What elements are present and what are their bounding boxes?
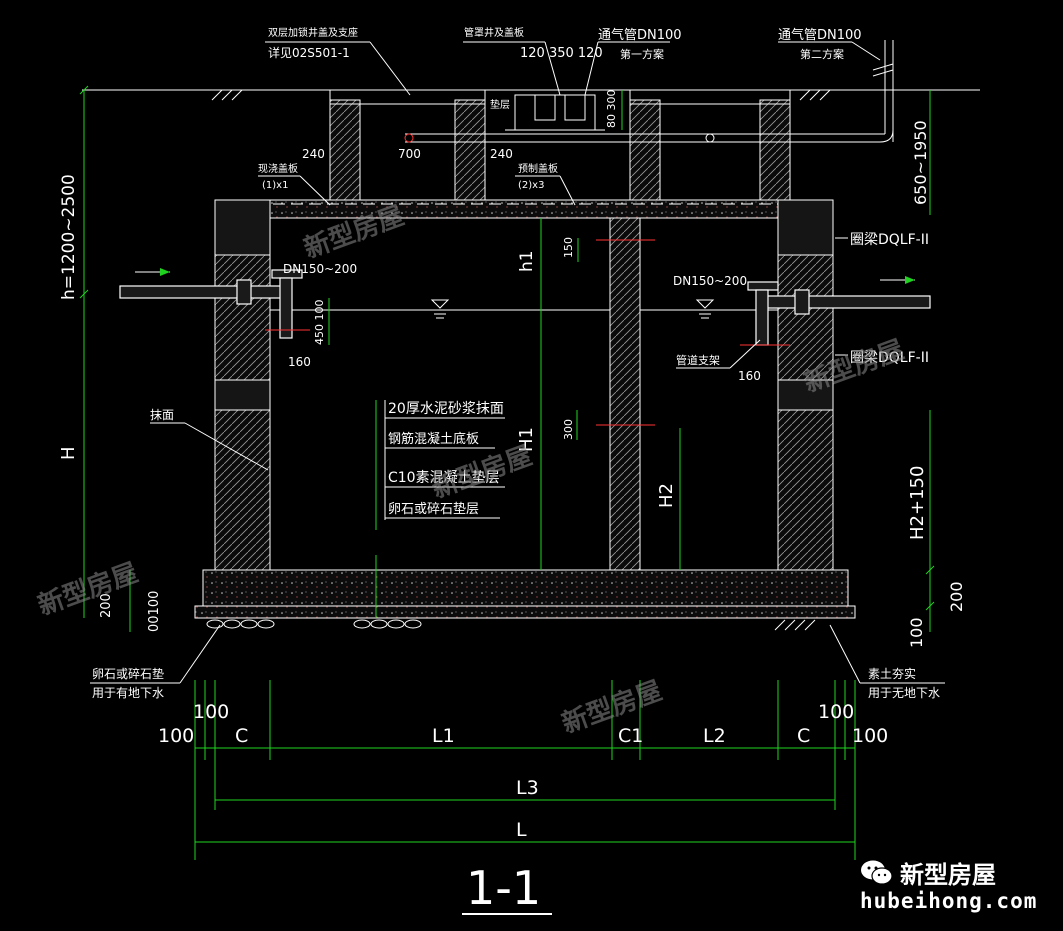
label-precast-slab: 预制盖板: [518, 162, 558, 175]
section-title-group: 1-1: [462, 861, 552, 915]
label-soil-note-1: 素土夯实: [868, 666, 916, 681]
dim-depth-range: 650~1950: [911, 120, 930, 205]
dim-450-100: 450 100: [313, 300, 326, 346]
dim-120-350-120: 120 350 120: [520, 46, 603, 61]
label-double-cover: 双层加锁井盖及支座: [268, 26, 358, 39]
partition-wall: [596, 217, 655, 571]
label-scheme-1: 第一方案: [620, 47, 664, 61]
dim-150: 150: [562, 237, 575, 258]
label-vent-pipe-2: 通气管DN100: [778, 27, 862, 43]
label-cast-slab-qty: (1)x1: [262, 180, 288, 191]
dim-H2-150: H2+150: [907, 466, 928, 540]
label-cast-slab: 现浇盖板: [258, 162, 298, 175]
leader-lines: [90, 41, 945, 684]
pipe-well: [505, 94, 605, 131]
label-pipe-out: DN150~200: [673, 274, 747, 288]
water-level: [270, 299, 778, 319]
label-soil-note-2: 用于无地下水: [868, 686, 940, 700]
label-cover-ref: 详见02S501-1: [268, 45, 350, 60]
watermarks: 新型房屋 新型房屋 新型房屋 新型房屋 新型房屋: [34, 200, 908, 740]
wechat-icon: [861, 860, 893, 885]
label-layer-1: 20厚水泥砂浆抹面: [388, 401, 504, 417]
dim-bottom-L3: L3: [516, 777, 539, 799]
label-layer-4: 卵石或碎石垫层: [388, 501, 479, 517]
dim-bottom-C-b: C: [797, 725, 810, 747]
tank-wall-left: [214, 199, 271, 571]
gravel-bed: [206, 619, 422, 629]
dim-H1: H1: [516, 427, 537, 452]
dim-H: H: [58, 446, 79, 460]
label-gravel-note-1: 卵石或碎石垫: [92, 666, 164, 681]
dim-bottom-100-c: 100: [818, 701, 854, 723]
label-pipe-well: 管罩井及盖板: [464, 26, 524, 39]
manhole-shaft-left: [329, 89, 486, 201]
dim-bottom-100-a: 100: [158, 725, 194, 747]
label-pipe-support: 管道支架: [676, 353, 720, 367]
outlet-pipe: [740, 276, 931, 346]
dim-bottom-C-a: C: [235, 725, 248, 747]
label-scheme-2: 第二方案: [800, 47, 844, 61]
dim-700: 700: [398, 147, 421, 161]
vent-pipe: [404, 40, 894, 143]
dim-bottom-C1: C1: [618, 725, 643, 747]
label-layer-2: 钢筋混凝土底板: [388, 431, 479, 447]
dimension-lines: [79, 85, 935, 632]
dim-240-b: 240: [490, 147, 513, 161]
dim-bottom-L2: L2: [703, 725, 726, 747]
dim-200-right: 200: [947, 581, 966, 612]
bottom-dimension-chains: [194, 680, 856, 860]
dim-h-range: h=1200~2500: [59, 174, 79, 300]
label-plaster: 抹面: [150, 408, 174, 422]
dim-160-b: 160: [738, 369, 761, 383]
label-ring-beam-2: 圈梁DQLF-II: [850, 350, 929, 366]
dim-200-left: 200: [99, 593, 114, 618]
dim-160-a: 160: [288, 355, 311, 369]
inlet-pipe: [119, 268, 310, 339]
badge-name: 新型房屋: [900, 861, 996, 889]
dim-100-left: 00100: [147, 591, 162, 632]
label-layer-3: C10素混凝土垫层: [388, 470, 500, 486]
section-title: 1-1: [466, 861, 541, 915]
dim-H2: H2: [656, 483, 677, 508]
dim-bottom-100-b: 100: [193, 701, 229, 723]
dim-bottom-100-d: 100: [852, 725, 888, 747]
dim-300: 300: [562, 419, 575, 440]
roof-slab: [249, 199, 796, 219]
watermark: 新型房屋: [34, 557, 142, 622]
badge-url: hubeihong.com: [860, 889, 1038, 913]
watermark: 新型房屋: [428, 440, 536, 505]
tank-wall-right: [777, 199, 834, 571]
label-vent-pipe-1: 通气管DN100: [598, 27, 682, 43]
label-cushion: 垫层: [490, 98, 510, 111]
dim-240-a: 240: [302, 147, 325, 161]
dim-h1: h1: [517, 250, 537, 272]
dim-bottom-L1: L1: [432, 725, 455, 747]
label-precast-slab-qty: (2)x3: [518, 180, 544, 191]
annotation-labels: 双层加锁井盖及支座 详见02S501-1 管罩井及盖板 通气管DN100 第一方…: [92, 26, 940, 700]
label-ring-beam-1: 圈梁DQLF-II: [850, 232, 929, 248]
label-pipe-in: DN150~200: [283, 262, 357, 276]
label-gravel-note-2: 用于有地下水: [92, 686, 164, 700]
manhole-shaft-right: [629, 89, 791, 201]
source-badge: 新型房屋 hubeihong.com: [860, 855, 1045, 917]
dim-bottom-L: L: [516, 819, 527, 841]
dim-80-300: 80 300: [605, 90, 618, 129]
dim-100-right: 100: [907, 617, 926, 648]
base-slab: [194, 569, 856, 631]
dimension-labels: h=1200~2500 650~1950 H h1 H1 H2 H2+150 1…: [58, 46, 966, 841]
ground-line: [82, 89, 980, 101]
